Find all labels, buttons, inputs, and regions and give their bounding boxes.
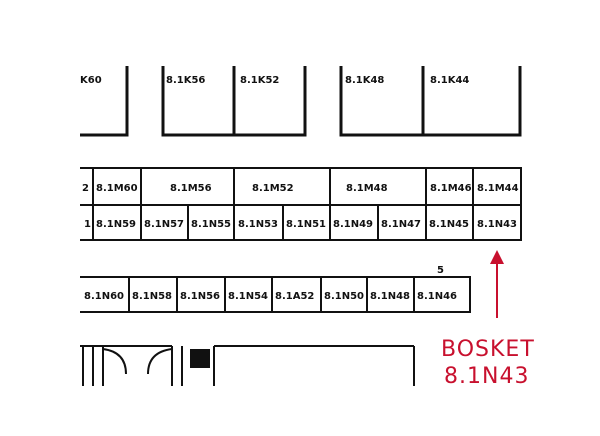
row3-marker-label: 5 <box>437 265 444 276</box>
booth-n46-label[interactable]: 8.1N46 <box>417 291 457 302</box>
door-arc-left <box>102 348 127 375</box>
row-n-lower <box>80 276 471 313</box>
booth-n56-label[interactable]: 8.1N56 <box>180 291 220 302</box>
booth-m44-label[interactable]: 8.1M44 <box>477 183 519 194</box>
booth-n48-label[interactable]: 8.1N48 <box>370 291 410 302</box>
booth-n49-label[interactable]: 8.1N49 <box>333 219 373 230</box>
row-k <box>80 66 522 137</box>
booth-n58-label[interactable]: 8.1N58 <box>132 291 172 302</box>
booth-k52-label[interactable]: 8.1K52 <box>240 75 279 86</box>
booth-k48-outline <box>339 66 425 137</box>
booth-m62-label: 2 <box>82 183 89 194</box>
booth-m52-label[interactable]: 8.1M52 <box>252 183 294 194</box>
booth-n61-label: 1 <box>84 219 91 230</box>
row-mn <box>80 167 522 241</box>
bottom-structure <box>80 345 415 386</box>
pillar-block <box>190 349 210 368</box>
booth-k60-label: K60 <box>80 75 102 86</box>
booth-n54-label[interactable]: 8.1N54 <box>228 291 268 302</box>
booth-n60-label[interactable]: 8.1N60 <box>84 291 124 302</box>
booth-a52-label[interactable]: 8.1A52 <box>275 291 314 302</box>
booth-k48-label[interactable]: 8.1K48 <box>345 75 384 86</box>
door-arc-right <box>147 348 173 375</box>
callout-title: BOSKET <box>441 337 535 362</box>
booth-n57-label[interactable]: 8.1N57 <box>144 219 184 230</box>
booth-n59-label[interactable]: 8.1N59 <box>96 219 136 230</box>
booth-k60-outline <box>80 66 129 137</box>
booth-n43-label[interactable]: 8.1N43 <box>477 219 517 230</box>
booth-k56-label[interactable]: 8.1K56 <box>166 75 205 86</box>
booth-m48-label[interactable]: 8.1M48 <box>346 183 388 194</box>
booth-m56-label[interactable]: 8.1M56 <box>170 183 212 194</box>
callout-booth-number: 8.1N43 <box>444 364 529 389</box>
booth-n50-label[interactable]: 8.1N50 <box>324 291 364 302</box>
booth-k52-outline <box>234 66 307 137</box>
booth-k44-outline <box>423 66 522 137</box>
booth-m46-label[interactable]: 8.1M46 <box>430 183 472 194</box>
booth-k56-outline <box>161 66 236 137</box>
booth-n55-label[interactable]: 8.1N55 <box>191 219 231 230</box>
booth-k44-label[interactable]: 8.1K44 <box>430 75 469 86</box>
booth-m60-label[interactable]: 8.1M60 <box>96 183 138 194</box>
booth-n51-label[interactable]: 8.1N51 <box>286 219 326 230</box>
booth-n47-label[interactable]: 8.1N47 <box>381 219 421 230</box>
arrow-up-icon <box>490 250 504 318</box>
booth-n45-label[interactable]: 8.1N45 <box>429 219 469 230</box>
booth-n53-label[interactable]: 8.1N53 <box>238 219 278 230</box>
